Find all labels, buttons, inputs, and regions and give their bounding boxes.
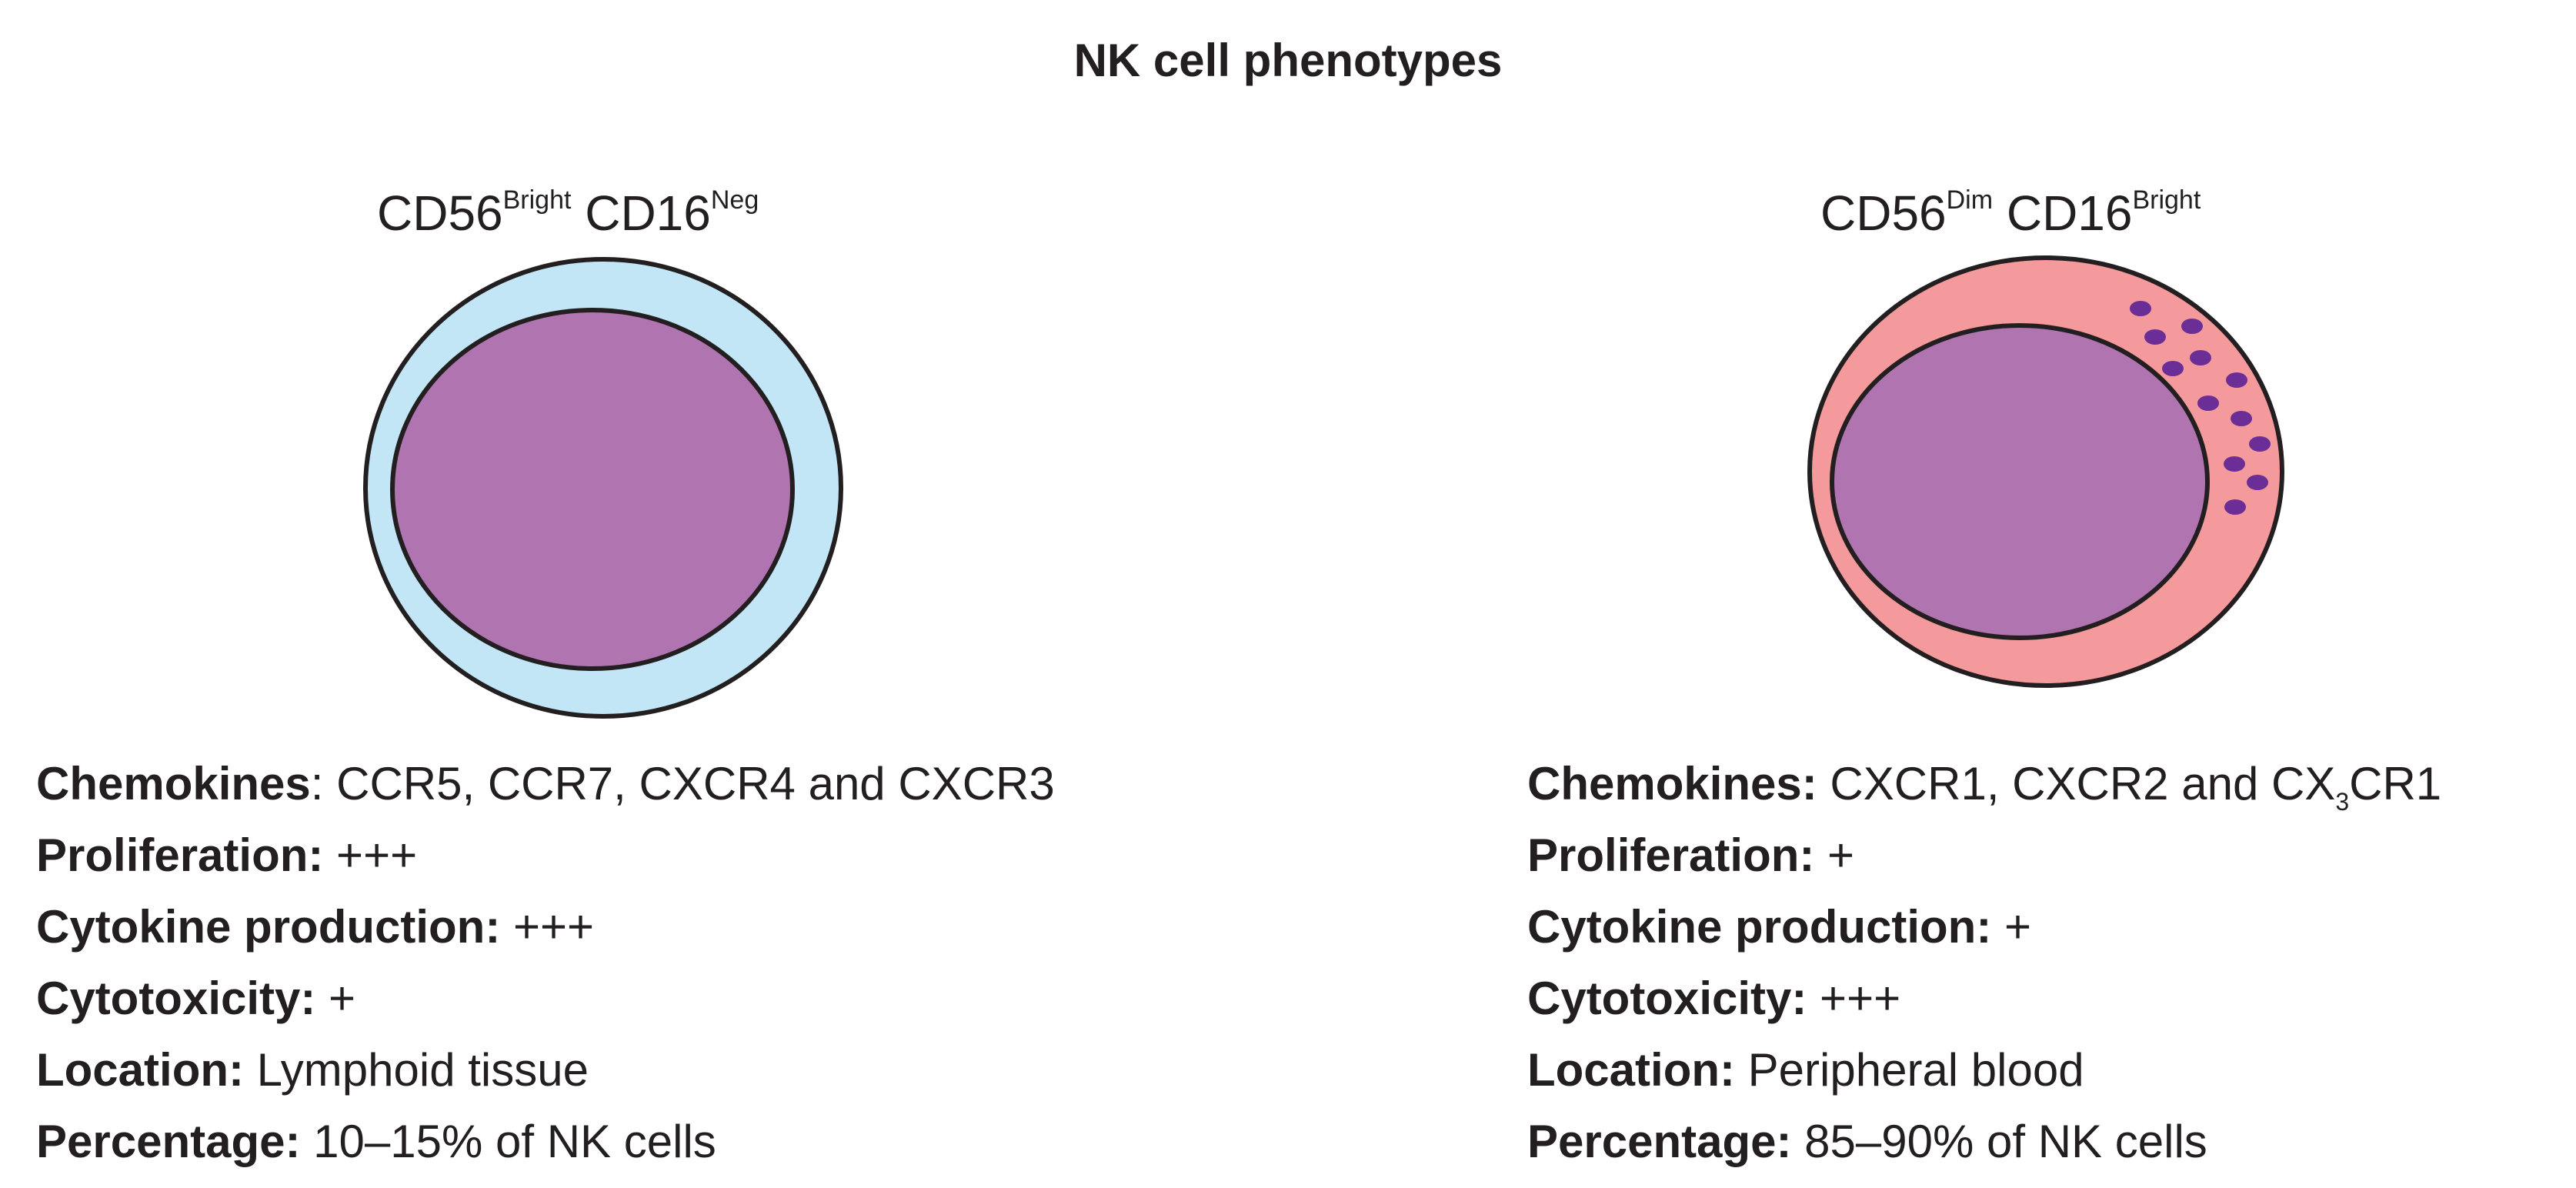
diagram-title: NK cell phenotypes <box>1073 35 1503 86</box>
cd56-bright-cell <box>363 257 843 719</box>
percentage-row: Percentage: 85–90% of NK cells <box>1527 1106 2441 1177</box>
row-value: +++ <box>323 829 418 881</box>
row-value: +++ <box>1807 973 1901 1024</box>
left-phenotype-label: CD56Bright CD16Neg <box>377 185 759 242</box>
granule <box>2130 301 2151 316</box>
marker-cd56: CD56 <box>1820 185 1947 241</box>
row-value: Lymphoid tissue <box>243 1044 589 1096</box>
cytokine-row: Cytokine production: +++ <box>36 891 1055 963</box>
granule <box>2162 361 2184 376</box>
nucleus <box>390 308 795 671</box>
cytotoxicity-row: Cytotoxicity: +++ <box>1527 963 2441 1034</box>
granule <box>2190 350 2211 365</box>
nucleus <box>1830 323 2210 640</box>
chemokines-row: Chemokines: CCR5, CCR7, CXCR4 and CXCR3 <box>36 748 1055 819</box>
row-value: 10–15% of NK cells <box>300 1116 716 1167</box>
marker-cd16-level: Neg <box>710 185 759 215</box>
row-label: Chemokines <box>36 758 311 809</box>
granule <box>2224 456 2245 472</box>
row-label: Percentage: <box>1527 1116 1792 1167</box>
row-label: Location: <box>36 1044 244 1096</box>
row-value: + <box>1991 901 2032 953</box>
cd56-dim-cell <box>1807 255 2284 688</box>
granule <box>2181 319 2203 334</box>
row-label: Proliferation: <box>1527 829 1815 881</box>
row-label: Cytokine production: <box>1527 901 1992 953</box>
marker-cd16: CD16 <box>585 185 711 241</box>
marker-cd56-level: Dim <box>1946 185 1994 215</box>
marker-cd16: CD16 <box>2006 185 2133 241</box>
proliferation-row: Proliferation: + <box>1527 819 2441 891</box>
granule <box>2231 411 2252 426</box>
cytotoxic-granules <box>2130 301 2271 515</box>
granule <box>2144 329 2166 345</box>
row-value: CR1 <box>2349 758 2442 809</box>
left-properties: Chemokines: CCR5, CCR7, CXCR4 and CXCR3 … <box>36 748 1055 1177</box>
marker-cd56: CD56 <box>377 185 503 241</box>
granule <box>2226 372 2247 388</box>
marker-cd56-level: Bright <box>502 185 572 215</box>
row-value: Peripheral blood <box>1734 1044 2084 1096</box>
row-value: : CCR5, CCR7, CXCR4 and CXCR3 <box>310 758 1055 809</box>
row-label: Chemokines: <box>1527 758 1817 809</box>
row-value: +++ <box>500 901 595 953</box>
cytokine-row: Cytokine production: + <box>1527 891 2441 963</box>
row-value-subscript: 3 <box>2335 788 2350 816</box>
location-row: Location: Peripheral blood <box>1527 1034 2441 1106</box>
row-label: Proliferation: <box>36 829 324 881</box>
row-value: + <box>315 973 356 1024</box>
row-value: 85–90% of NK cells <box>1791 1116 2207 1167</box>
marker-cd16-level: Bright <box>2132 185 2201 215</box>
row-value: + <box>1814 829 1855 881</box>
granule <box>2249 436 2271 452</box>
row-label: Cytotoxicity: <box>36 973 316 1024</box>
proliferation-row: Proliferation: +++ <box>36 819 1055 891</box>
right-phenotype-label: CD56Dim CD16Bright <box>1820 185 2201 242</box>
row-label: Cytokine production: <box>36 901 501 953</box>
percentage-row: Percentage: 10–15% of NK cells <box>36 1106 1055 1177</box>
granule <box>2224 499 2246 515</box>
cytotoxicity-row: Cytotoxicity: + <box>36 963 1055 1034</box>
granule <box>2247 475 2268 490</box>
right-properties: Chemokines: CXCR1, CXCR2 and CX3CR1 Prol… <box>1527 748 2441 1177</box>
row-value: CXCR1, CXCR2 and CX <box>1817 758 2336 809</box>
location-row: Location: Lymphoid tissue <box>36 1034 1055 1106</box>
granule <box>2197 395 2219 411</box>
row-label: Location: <box>1527 1044 1735 1096</box>
chemokines-row: Chemokines: CXCR1, CXCR2 and CX3CR1 <box>1527 748 2441 819</box>
row-label: Percentage: <box>36 1116 301 1167</box>
row-label: Cytotoxicity: <box>1527 973 1807 1024</box>
